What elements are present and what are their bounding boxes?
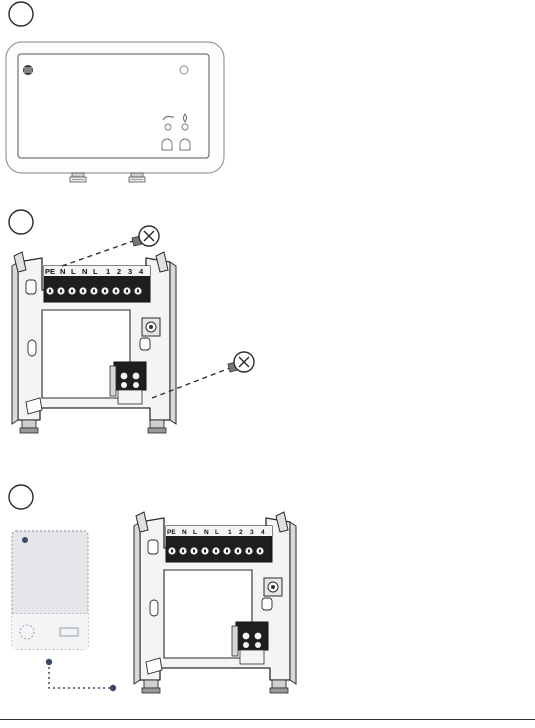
terminal2-label-l2: L	[215, 529, 219, 536]
step-3: PE N L N L 1 2 3 4	[9, 485, 296, 693]
terminal-label-3: 3	[128, 267, 132, 276]
terminal-label-n1: N	[60, 267, 65, 276]
speaker-icon	[23, 65, 33, 75]
terminal2-label-2: 2	[239, 529, 243, 536]
panel-dot-icon	[22, 537, 28, 543]
terminal2-label-1: 1	[228, 529, 232, 536]
bottom-screw-right	[129, 173, 145, 182]
step-1-marker	[9, 2, 33, 26]
mount-screw-boss-2	[264, 578, 282, 596]
thermostat-front	[6, 42, 224, 182]
terminal2-label-l1: L	[193, 529, 197, 536]
dashed-lead-upper	[62, 240, 136, 266]
terminal-label-n2: N	[82, 267, 87, 276]
terminal-block-1: PE N L N L 1 2 3 4	[44, 266, 150, 302]
terminal-block-2: PE N L N L 1 2 3 4	[166, 526, 272, 562]
terminal-label-2: 2	[117, 267, 121, 276]
mount-screw-boss	[142, 318, 160, 336]
terminal-label-l2: L	[93, 267, 98, 276]
step-2-marker	[9, 210, 33, 234]
terminal2-label-n1: N	[182, 529, 187, 536]
terminal-label-1: 1	[106, 267, 110, 276]
terminal2-label-4: 4	[261, 529, 265, 536]
device-back-panel	[12, 531, 88, 649]
bottom-screw-left	[70, 173, 86, 182]
screw-icon-lower	[228, 352, 254, 372]
step-1	[6, 2, 224, 182]
terminal-label-pe: PE	[45, 267, 55, 276]
footer-rule	[0, 719, 535, 720]
terminal2-label-3: 3	[250, 529, 254, 536]
terminal2-label-n2: N	[204, 529, 209, 536]
terminal2-label-pe: PE	[167, 529, 176, 536]
step-3-marker	[9, 485, 33, 509]
screw-icon-upper	[132, 226, 159, 246]
step-2: PE N L N L 1 2 3 4	[9, 210, 254, 433]
terminal-label-l1: L	[71, 267, 76, 276]
alignment-link	[46, 659, 116, 691]
